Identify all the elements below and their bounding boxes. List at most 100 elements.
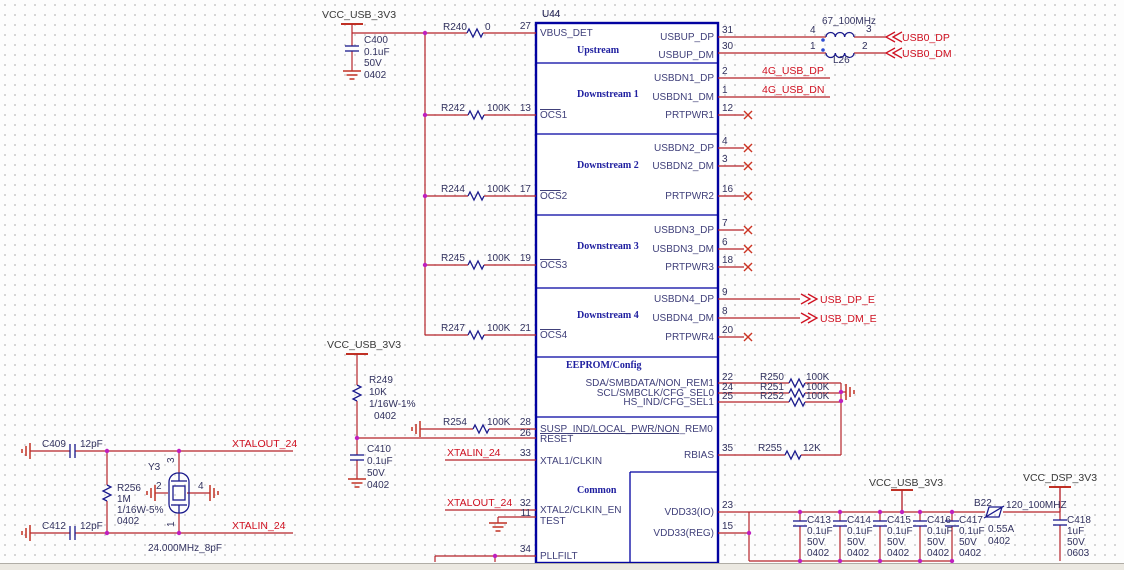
offpage-connector-in[interactable] (884, 47, 903, 59)
part-text-34: 34 (520, 544, 532, 555)
offpage-connector-in[interactable] (884, 31, 903, 43)
resistor-R250[interactable] (788, 377, 806, 389)
resistor-R252[interactable] (788, 396, 806, 408)
part-text-r245: R245 (441, 253, 465, 264)
resistor-R255[interactable] (784, 449, 802, 461)
pin-name-usbdn3-dm: USBDN3_DM (652, 244, 714, 255)
net-label-usb0-dm[interactable]: USB0_DM (902, 48, 952, 60)
resistor-R242[interactable] (467, 109, 485, 121)
pin-name-susp-ind-local-pwr-non-rem0: SUSP_IND/LOCAL_PWR/NON_REM0 (540, 424, 713, 435)
no-connect-x (743, 244, 753, 254)
part-text-2: 2 (862, 41, 868, 52)
pin-name-usbdn1-dp: USBDN1_DP (654, 73, 714, 84)
net-label-xtalout-24[interactable]: XTALOUT_24 (447, 497, 512, 509)
resistor-R251[interactable] (788, 387, 806, 399)
no-connect-x (743, 143, 753, 153)
part-text-12pf: 12pF (80, 521, 103, 532)
net-label-xtalout-24[interactable]: XTALOUT_24 (232, 438, 297, 450)
part-text-0-1uf: 0.1uF (959, 526, 985, 537)
part-text-23: 23 (722, 500, 734, 511)
part-text-1-16w-5-: 1/16W-5% (117, 505, 164, 516)
junction-dot (176, 448, 182, 454)
power-label-VCC_USB_3V3[interactable]: VCC_USB_3V3 (327, 339, 401, 351)
pin-name-usbdn3-dp: USBDN3_DP (654, 225, 714, 236)
resistor-R247[interactable] (467, 329, 485, 341)
resistor-R254[interactable] (472, 423, 490, 435)
resistor-R240[interactable] (466, 27, 484, 39)
offpage-connector-out[interactable] (800, 312, 819, 324)
part-text-7: 7 (722, 218, 728, 229)
ic-body-U44[interactable] (534, 21, 720, 565)
pin-name-reset: RESET (540, 434, 573, 445)
ic-refdes[interactable]: U44 (542, 9, 561, 20)
pin-name-test: TEST (540, 516, 566, 527)
choke-winding-L26[interactable] (825, 31, 855, 38)
part-text-c417: C417 (959, 515, 983, 526)
resistor-R244[interactable] (467, 190, 485, 202)
part-text-100k: 100K (806, 391, 830, 402)
part-text-0-1uf: 0.1uF (887, 526, 913, 537)
part-text-b22: B22 (974, 498, 992, 509)
power-label-VCC_DSP_3V3[interactable]: VCC_DSP_3V3 (1023, 472, 1097, 484)
pin-name-ocs3: OCS3 (540, 260, 568, 271)
net-label-usb0-dp[interactable]: USB0_DP (902, 32, 950, 44)
power-label-VCC_USB_3V3[interactable]: VCC_USB_3V3 (869, 477, 943, 489)
part-text-0402: 0402 (374, 411, 397, 422)
net-label-xtalin-24[interactable]: XTALIN_24 (447, 447, 501, 459)
no-connect-x (743, 110, 753, 120)
pin-name-usbup-dp: USBUP_DP (660, 32, 714, 43)
pin-name-prtpwr3: PRTPWR3 (665, 262, 714, 273)
part-text-28: 28 (520, 417, 532, 428)
part-text-c400: C400 (364, 35, 388, 46)
net-label-usb-dm-e[interactable]: USB_DM_E (820, 313, 877, 325)
part-text-19: 19 (520, 253, 532, 264)
pin-name-prtpwr2: PRTPWR2 (665, 191, 714, 202)
part-text-r247: R247 (441, 323, 465, 334)
offpage-connector-out[interactable] (800, 293, 819, 305)
part-text-10k: 10K (369, 387, 387, 398)
junction-dot (422, 112, 428, 118)
part-text-21: 21 (520, 323, 532, 334)
part-text-120-100mhz: 120_100MHZ (1006, 500, 1067, 511)
pin-name-ocs2: OCS2 (540, 191, 568, 202)
ferrite-bead-diagonal (983, 505, 1005, 519)
resistor-R256[interactable] (101, 484, 113, 502)
part-text-3: 3 (866, 24, 872, 35)
resistor-R249[interactable] (351, 384, 363, 402)
junction-dot (422, 193, 428, 199)
pin-name-vdd33-io-: VDD33(IO) (665, 507, 714, 518)
part-text-0402: 0402 (117, 516, 140, 527)
part-text-0402: 0402 (988, 536, 1011, 547)
part-text-r252: R252 (760, 391, 784, 402)
net-label-4g-usb-dp[interactable]: 4G_USB_DP (762, 65, 824, 77)
part-text-0402: 0402 (367, 480, 390, 491)
part-text-r244: R244 (441, 184, 465, 195)
part-text-1: 1 (166, 521, 177, 527)
horizontal-scrollbar[interactable] (0, 563, 1124, 570)
part-text-r250: R250 (760, 372, 784, 383)
resistor-R245[interactable] (467, 259, 485, 271)
choke-winding-L26[interactable] (825, 52, 855, 59)
net-label-usb-dp-e[interactable]: USB_DP_E (820, 294, 875, 306)
part-text-26: 26 (520, 428, 532, 439)
power-label-VCC_USB_3V3[interactable]: VCC_USB_3V3 (322, 9, 396, 21)
part-text-1m: 1M (117, 494, 131, 505)
part-text-50v: 50V (959, 537, 977, 548)
part-text-20: 20 (722, 325, 734, 336)
pin-name-usbdn4-dp: USBDN4_DP (654, 294, 714, 305)
junction-dot (877, 558, 883, 564)
pin-name-vbus-det: VBUS_DET (540, 28, 593, 39)
part-text-18: 18 (722, 255, 734, 266)
net-label-4g-usb-dn[interactable]: 4G_USB_DN (762, 84, 824, 96)
part-text-c416: C416 (927, 515, 951, 526)
part-text-25: 25 (722, 391, 734, 402)
part-text-r255: R255 (758, 443, 782, 454)
part-text-100k: 100K (487, 323, 511, 334)
no-connect-x (743, 262, 753, 272)
part-text-0402: 0402 (807, 548, 830, 559)
part-text-y3: Y3 (148, 462, 161, 473)
part-text-50v: 50V (1067, 537, 1085, 548)
part-text-32: 32 (520, 498, 532, 509)
net-label-xtalin-24[interactable]: XTALIN_24 (232, 520, 286, 532)
part-text-2: 2 (156, 481, 162, 492)
